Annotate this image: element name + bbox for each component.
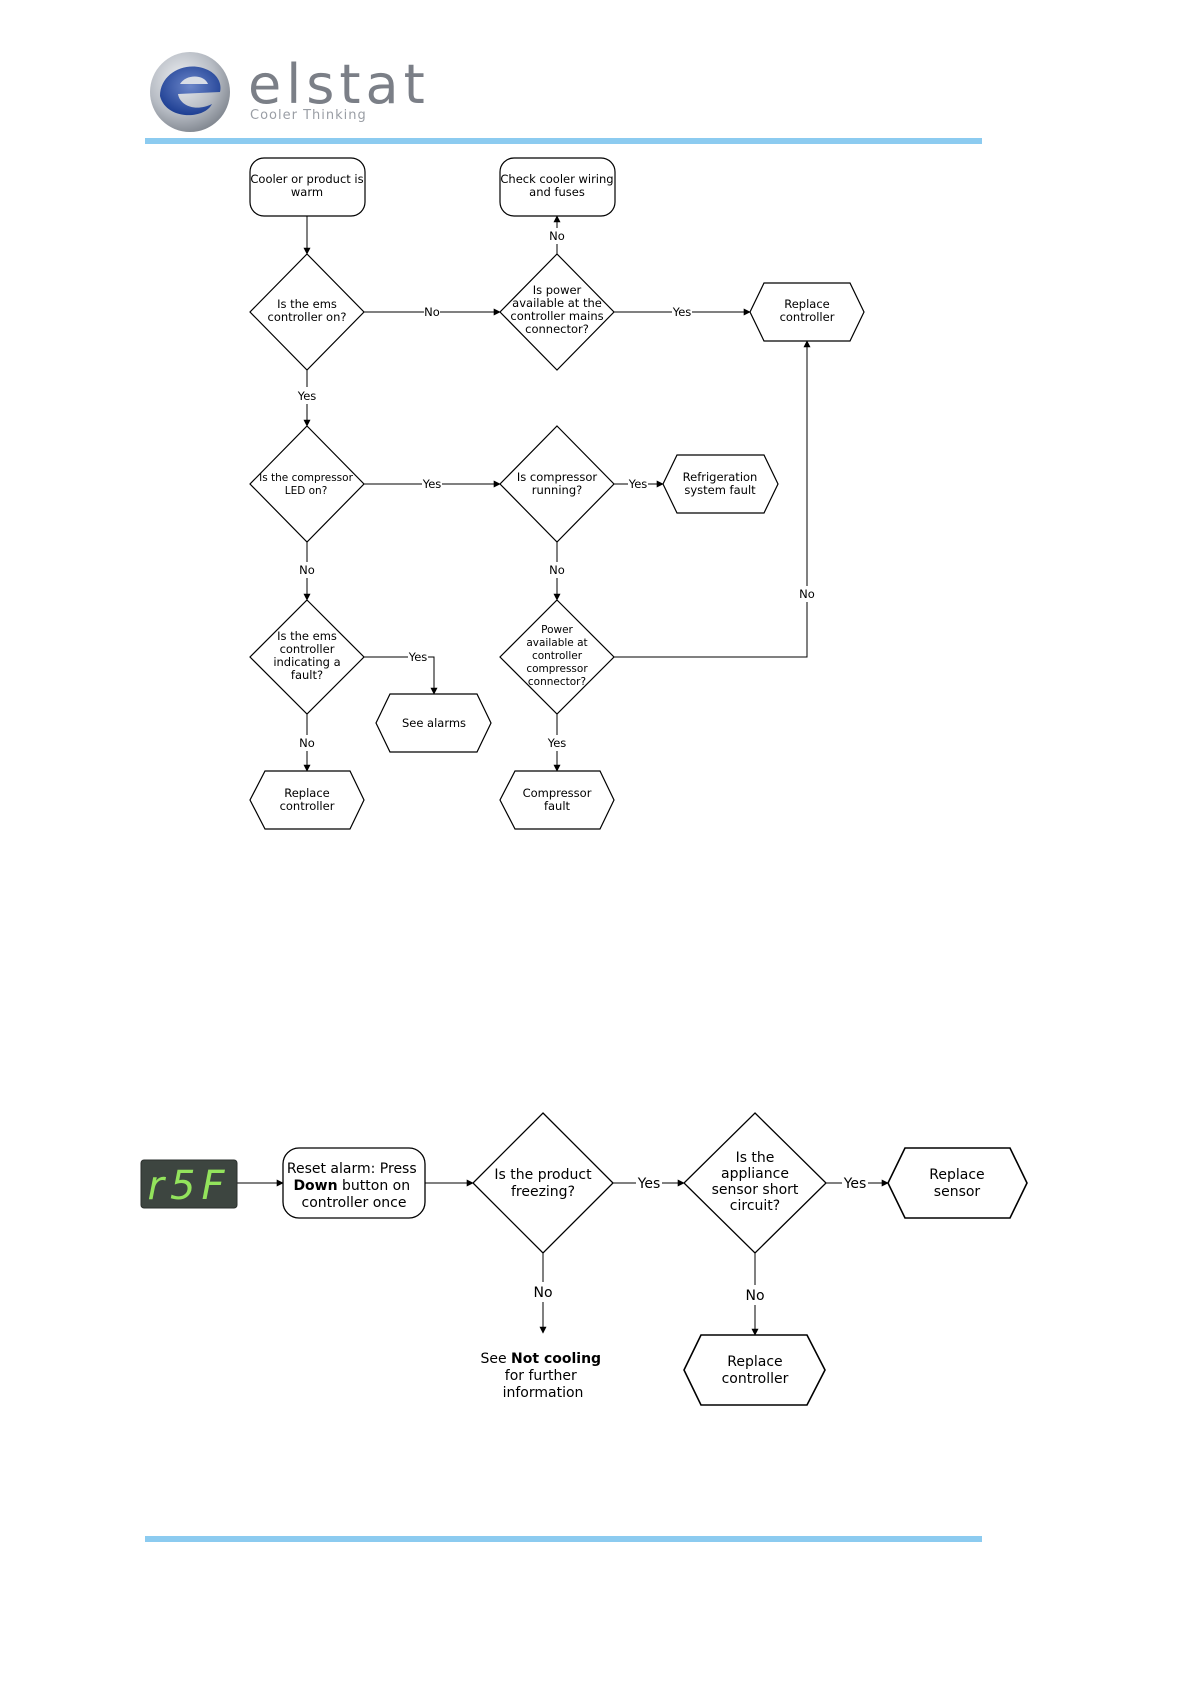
decision-power-mains	[499, 253, 615, 371]
terminal-replace-controller-bottom	[249, 770, 365, 830]
display-panel	[140, 1159, 238, 1209]
terminal-replace-sensor	[887, 1147, 1028, 1219]
see-alarms-label: See alarms	[402, 716, 466, 730]
edge-label-no: No	[799, 587, 815, 601]
edge-label-yes: Yes	[843, 1176, 867, 1192]
terminal-replace-controller-flow2	[683, 1334, 826, 1406]
footer-rule	[145, 1536, 982, 1542]
edge-label-yes: Yes	[422, 477, 442, 491]
edge-label-no: No	[745, 1288, 764, 1304]
edge-label-yes: Yes	[408, 650, 428, 664]
elstat-logo-icon	[148, 50, 232, 134]
decision-product-freezing	[472, 1112, 614, 1254]
reset-alarm-bold: Down	[293, 1178, 337, 1194]
reset-alarm-label: Reset alarm: Press Down button on contro…	[287, 1161, 421, 1211]
decision-compressor-led	[249, 425, 365, 543]
edge-label-no: No	[549, 563, 565, 577]
terminal-see-alarms	[375, 693, 492, 753]
edge-label-yes: Yes	[628, 477, 648, 491]
header-rule	[145, 138, 982, 144]
edge-label-yes: Yes	[297, 389, 317, 403]
edge-label-yes: Yes	[547, 736, 567, 750]
edge-label-no: No	[549, 229, 565, 243]
edge-label-yes: Yes	[672, 305, 692, 319]
edge-label-no: No	[424, 305, 440, 319]
edge-label-no: No	[299, 563, 315, 577]
display-code: r5F	[148, 1163, 231, 1209]
edge-label-no: No	[299, 736, 315, 750]
not-cooling-bold: Not cooling	[511, 1351, 601, 1367]
edge-label-yes: Yes	[637, 1176, 661, 1192]
see-not-cooling-label: See Not cooling for further information	[480, 1351, 605, 1401]
edge-label-no: No	[533, 1285, 552, 1301]
brand-tagline: Cooler Thinking	[250, 108, 367, 123]
brand-name: elstat	[248, 53, 430, 116]
terminal-compressor-fault	[499, 770, 615, 830]
